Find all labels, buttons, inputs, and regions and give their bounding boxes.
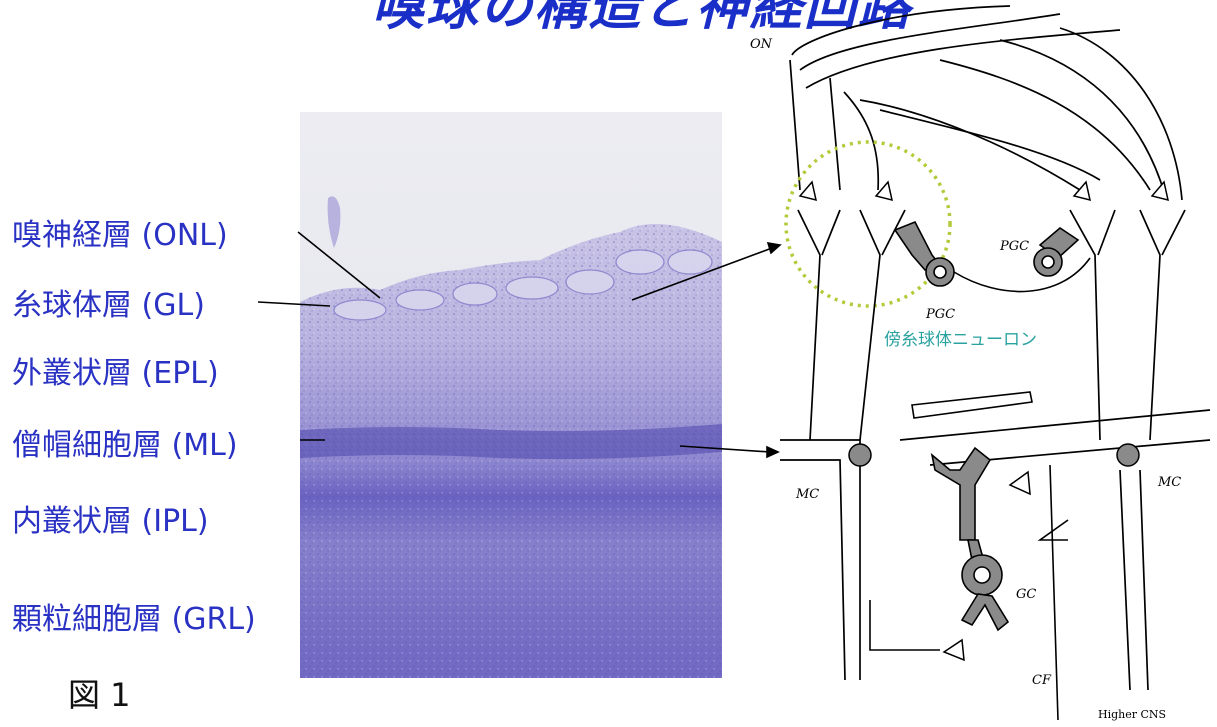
cf-terminal-bottom [944, 640, 964, 660]
mc-label-left: MC [795, 487, 819, 502]
mitral-arrow [680, 446, 770, 452]
mitral-soma-left [849, 444, 871, 466]
granule-cell [932, 448, 1008, 630]
onl-leader-line [298, 232, 380, 298]
glomerulus-arrow [632, 248, 772, 300]
mitral-cell-left [780, 210, 905, 680]
mitral-soma-right [1117, 444, 1139, 466]
glomerulus-highlight-circle [786, 142, 950, 306]
nerve-terminals [800, 182, 1168, 200]
pgc-label-center: PGC [925, 307, 955, 322]
pgc-right [1034, 228, 1078, 276]
cf-terminal-upper [1010, 472, 1030, 494]
lateral-dendrite [912, 392, 1032, 418]
pgc-caption: 傍糸球体ニューロン [884, 330, 1037, 350]
mc-label-right: MC [1157, 475, 1181, 490]
pgc-label-right: PGC [999, 239, 1029, 254]
cf-label: CF [1032, 673, 1052, 688]
gl-leader-line [258, 302, 330, 306]
olfactory-nerve-fibers [790, 6, 1182, 200]
gc-label: GC [1016, 587, 1036, 602]
higher-cns-label: Higher CNS [1098, 708, 1166, 721]
on-label: ON [750, 37, 773, 52]
